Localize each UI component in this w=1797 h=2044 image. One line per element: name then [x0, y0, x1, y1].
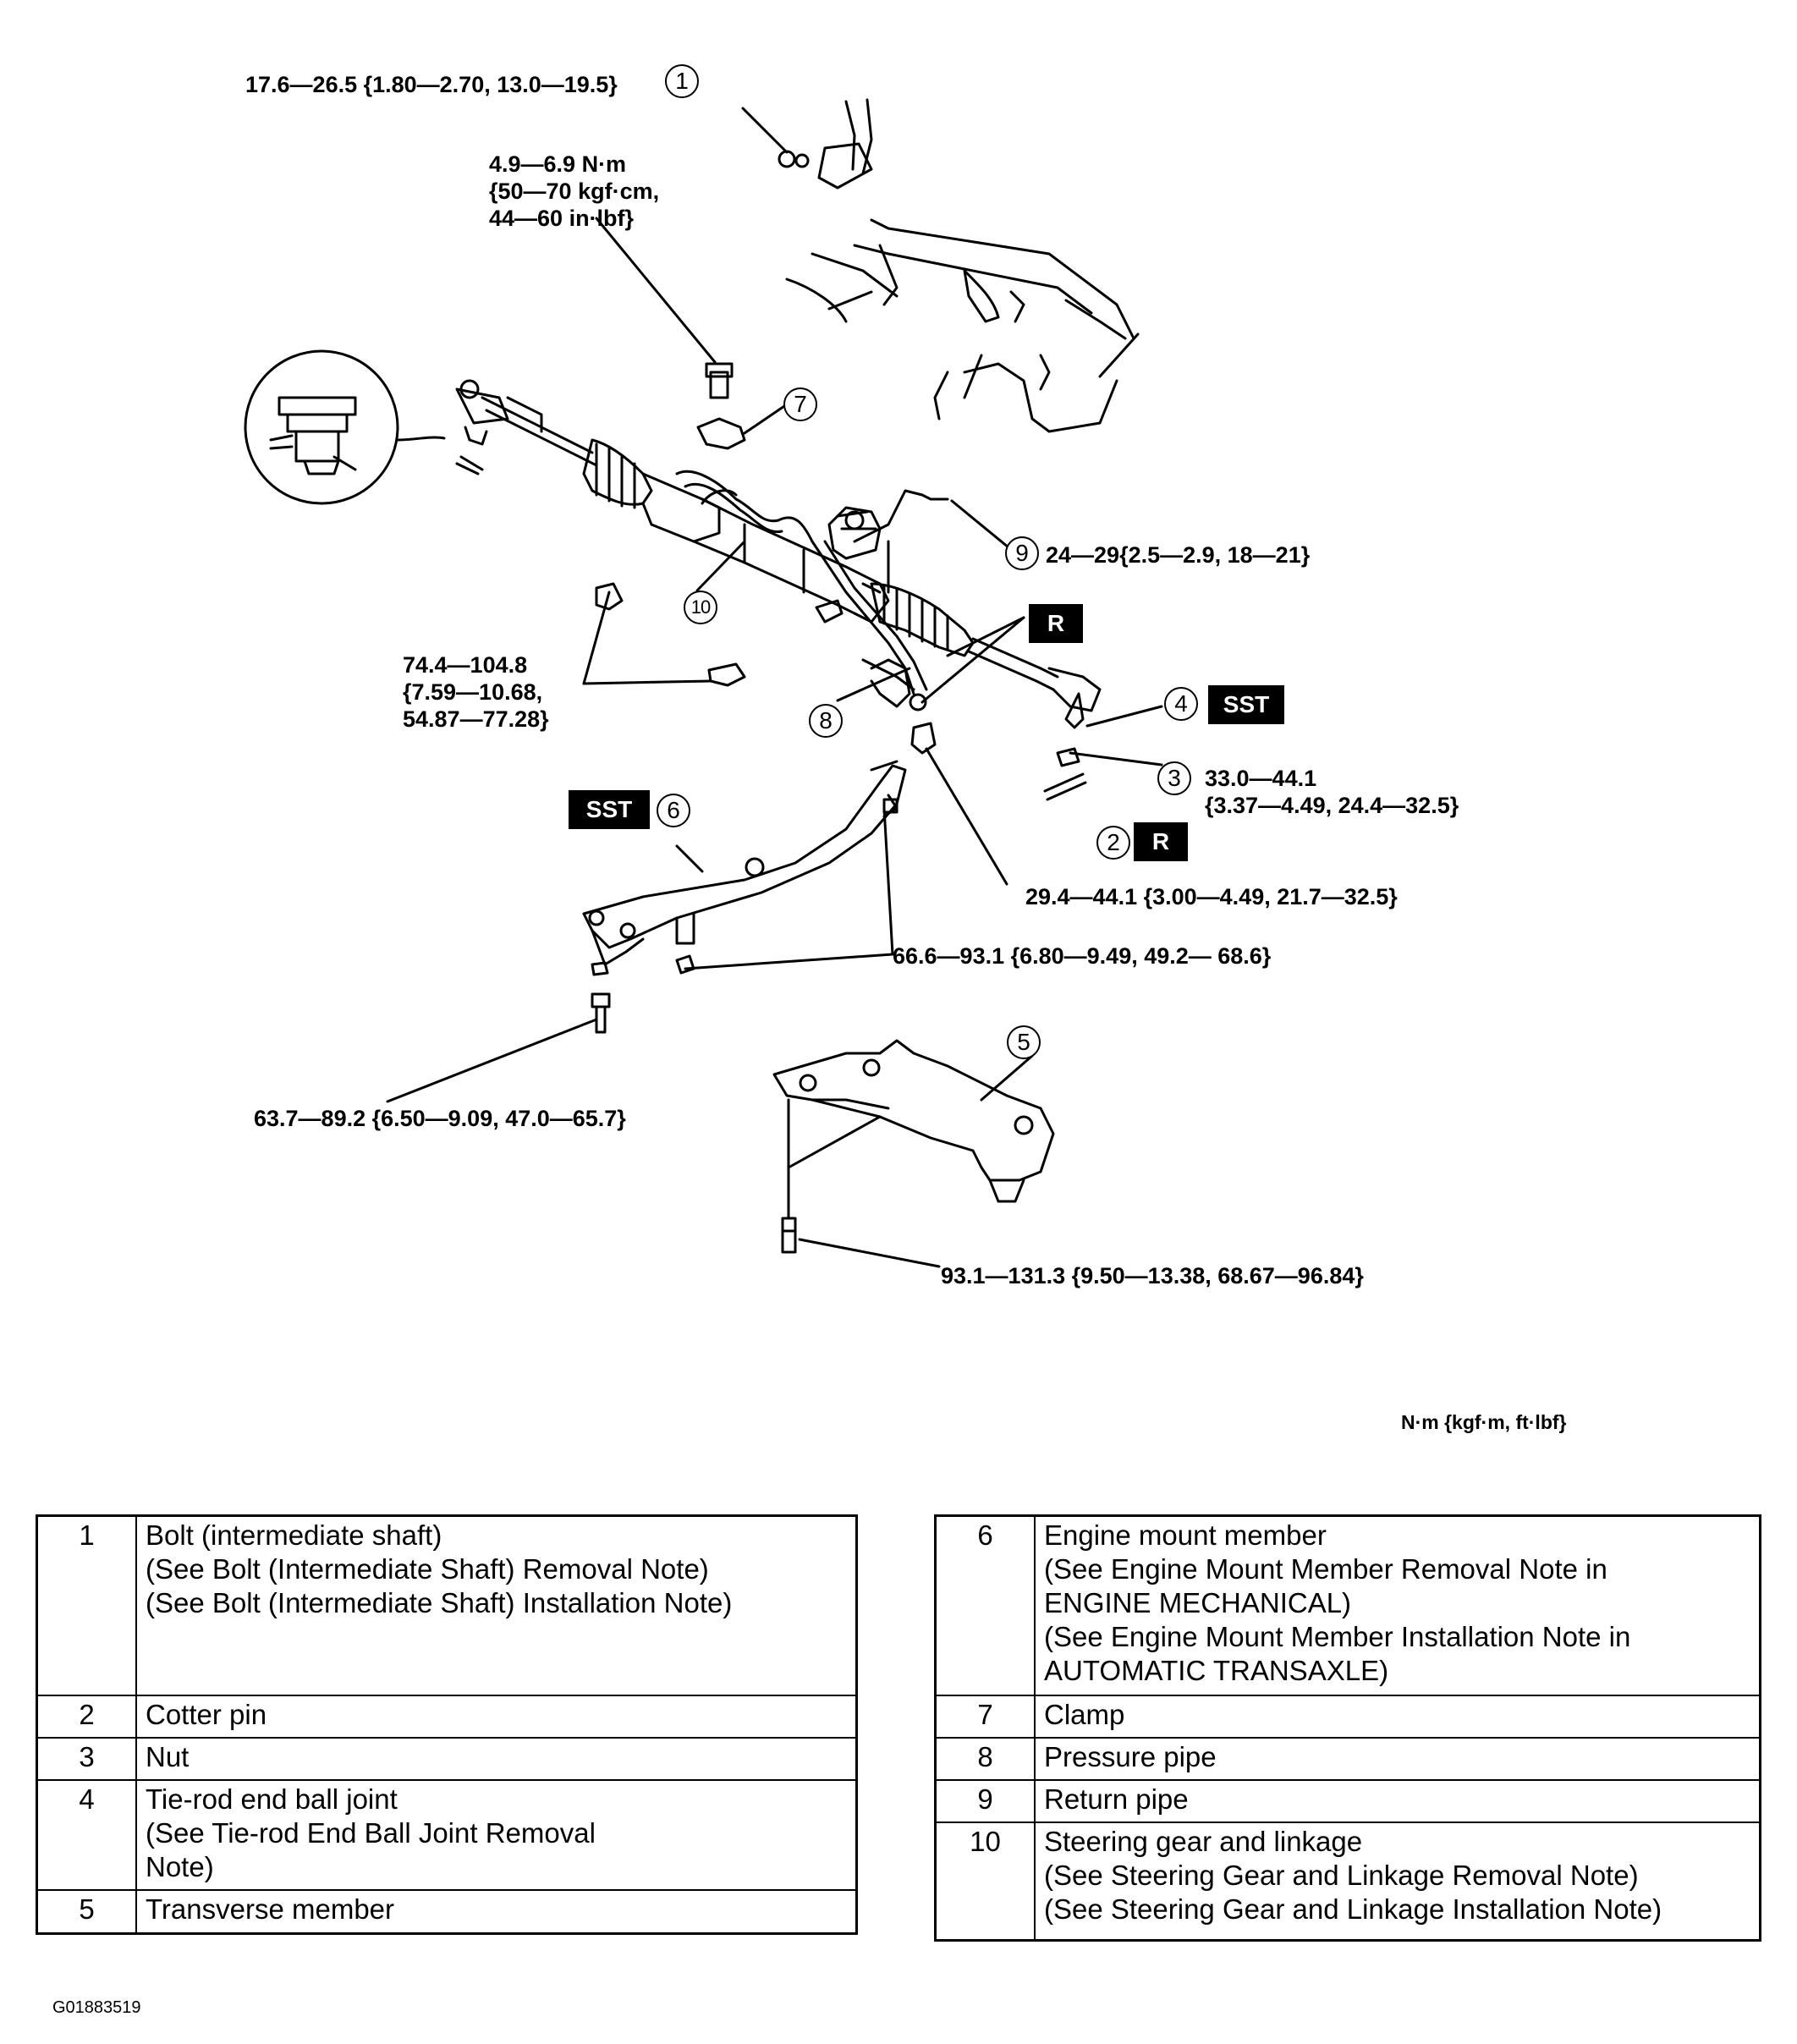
legend-line: (See Steering Gear and Linkage Removal N…: [1044, 1859, 1639, 1891]
legend-description: Clamp: [1034, 1694, 1761, 1739]
reuse-tag-r: R: [1134, 822, 1188, 861]
legend-row: 2 Cotter pin: [36, 1694, 858, 1739]
reuse-tag-r: R: [1029, 604, 1083, 643]
callout-10: 10: [684, 591, 717, 624]
rack-mount-bolts-drawing: [595, 582, 844, 687]
torque-spec-line: 54.87—77.28}: [403, 706, 549, 732]
leader-lines: [386, 217, 1163, 1268]
legend-number: 1: [36, 1514, 137, 1696]
callout-7: 7: [783, 387, 817, 421]
legend-description: Steering gear and linkage (See Steering …: [1034, 1821, 1761, 1942]
legend-number: 8: [934, 1736, 1036, 1781]
legend-line: Note): [146, 1850, 214, 1882]
torque-spec-clamp-bolt: 4.9—6.9 N·m {50—70 kgf·cm, 44—60 in·lbf}: [489, 151, 659, 232]
torque-spec-steering-gear-bolts: 74.4—104.8 {7.59—10.68, 54.87—77.28}: [403, 651, 549, 733]
callout-9: 9: [1005, 536, 1039, 570]
sst-tag-tie-rod: SST: [1208, 685, 1284, 724]
legend-line: Tie-rod end ball joint: [146, 1783, 398, 1815]
legend-description: Pressure pipe: [1034, 1736, 1761, 1781]
legend-line: Steering gear and linkage: [1044, 1825, 1363, 1857]
callout-3: 3: [1157, 761, 1191, 795]
steering-rack-drawing: [455, 379, 1102, 729]
legend-number: 3: [36, 1736, 137, 1781]
legend-line: (See Steering Gear and Linkage Installat…: [1044, 1893, 1662, 1925]
legend-line: Clamp: [1044, 1698, 1125, 1730]
legend-row: 6 Engine mount member (See Engine Mount …: [934, 1514, 1761, 1696]
legend-description: Return pipe: [1034, 1778, 1761, 1823]
legend-description: Cotter pin: [135, 1694, 858, 1739]
torque-spec-line: {7.59—10.68,: [403, 679, 543, 705]
legend-row: 9 Return pipe: [934, 1778, 1761, 1823]
torque-spec-transverse-member: 93.1—131.3 {9.50—13.38, 68.67—96.84}: [941, 1263, 1364, 1288]
legend-row: 1 Bolt (intermediate shaft) (See Bolt (I…: [36, 1514, 858, 1696]
legend-line: (See Tie-rod End Ball Joint Removal: [146, 1816, 596, 1849]
legend-row: 7 Clamp: [934, 1694, 1761, 1739]
legend-line: (See Bolt (Intermediate Shaft) Installat…: [146, 1587, 733, 1618]
legend-number: 2: [36, 1694, 137, 1739]
callout-5: 5: [1007, 1025, 1041, 1059]
legend-number: 10: [934, 1821, 1036, 1942]
legend-line: Cotter pin: [146, 1698, 267, 1730]
legend-line: Return pipe: [1044, 1783, 1189, 1815]
intermediate-shaft-drawing: [778, 98, 873, 190]
torque-spec-line: {3.37—4.49, 24.4—32.5}: [1205, 793, 1459, 818]
legend-row: 3 Nut: [36, 1736, 858, 1781]
engine-mount-member-drawing: [582, 760, 907, 1034]
legend-description: Engine mount member (See Engine Mount Me…: [1034, 1514, 1761, 1696]
torque-spec-line: 33.0—44.1: [1205, 766, 1317, 791]
torque-spec-line: {50—70 kgf·cm,: [489, 179, 660, 204]
legend-number: 6: [934, 1514, 1036, 1696]
torque-spec-return-pipe: 24—29{2.5—2.9, 18—21}: [1046, 542, 1311, 568]
figure-id: G01883519: [52, 1998, 141, 2017]
legend-line: ENGINE MECHANICAL): [1044, 1587, 1352, 1618]
leader-line: [741, 107, 789, 154]
sst-tag-engine-mount: SST: [569, 790, 650, 829]
parts-legend-right: 6 Engine mount member (See Engine Mount …: [934, 1514, 1761, 1942]
legend-line: Pressure pipe: [1044, 1740, 1217, 1772]
legend-number: 7: [934, 1694, 1036, 1739]
callout-4: 4: [1164, 687, 1198, 721]
torque-spec-line: 74.4—104.8: [403, 652, 528, 678]
legend-description: Transverse member: [135, 1888, 858, 1935]
legend-row: 8 Pressure pipe: [934, 1736, 1761, 1781]
units-note: N·m {kgf·m, ft·lbf}: [1401, 1411, 1567, 1433]
legend-number: 4: [36, 1778, 137, 1891]
pressure-pipe-bracket: [861, 658, 937, 755]
legend-line: Transverse member: [146, 1893, 395, 1925]
callout-6: 6: [657, 794, 690, 827]
legend-line: Bolt (intermediate shaft): [146, 1519, 442, 1551]
torque-spec-engine-mount-member-upper: 66.6—93.1 {6.80—9.49, 49.2— 68.6}: [893, 943, 1272, 969]
torque-spec-pressure-pipe: 29.4—44.1 {3.00—4.49, 21.7—32.5}: [1025, 884, 1398, 909]
legend-line: (See Engine Mount Member Removal Note in: [1044, 1553, 1607, 1585]
pipes-drawing: [675, 470, 949, 708]
legend-row: 5 Transverse member: [36, 1888, 858, 1935]
legend-description: Nut: [135, 1736, 858, 1781]
inset-detail-circle: [244, 349, 446, 505]
legend-line: Engine mount member: [1044, 1519, 1327, 1551]
nut-and-cotter-pin: [1043, 747, 1087, 801]
legend-line: (See Bolt (Intermediate Shaft) Removal N…: [146, 1553, 709, 1585]
clamp-drawing: [696, 362, 746, 450]
callout-2: 2: [1096, 826, 1130, 860]
vehicle-body-outline: [785, 218, 1140, 433]
torque-spec-nut: 33.0—44.1 {3.37—4.49, 24.4—32.5}: [1205, 765, 1459, 819]
callout-1: 1: [665, 64, 699, 98]
legend-row: 4 Tie-rod end ball joint (See Tie-rod En…: [36, 1778, 858, 1891]
torque-spec-line: 4.9—6.9 N·m: [489, 151, 627, 177]
parts-legend-left: 1 Bolt (intermediate shaft) (See Bolt (I…: [36, 1514, 858, 1935]
torque-spec-line: 44—60 in·lbf}: [489, 206, 635, 231]
legend-number: 9: [934, 1778, 1036, 1823]
legend-line: AUTOMATIC TRANSAXLE): [1044, 1655, 1389, 1686]
legend-line: (See Engine Mount Member Installation No…: [1044, 1621, 1631, 1652]
legend-description: Tie-rod end ball joint (See Tie-rod End …: [135, 1778, 858, 1891]
legend-number: 5: [36, 1888, 137, 1935]
legend-row: 10 Steering gear and linkage (See Steeri…: [934, 1821, 1761, 1942]
legend-line: Nut: [146, 1740, 190, 1772]
torque-spec-bolt-intermediate-shaft: 17.6—26.5 {1.80—2.70, 13.0—19.5}: [245, 72, 618, 97]
legend-description: Bolt (intermediate shaft) (See Bolt (Int…: [135, 1514, 858, 1696]
torque-spec-engine-mount-member-lower: 63.7—89.2 {6.50—9.09, 47.0—65.7}: [254, 1106, 626, 1131]
callout-8: 8: [809, 704, 843, 738]
